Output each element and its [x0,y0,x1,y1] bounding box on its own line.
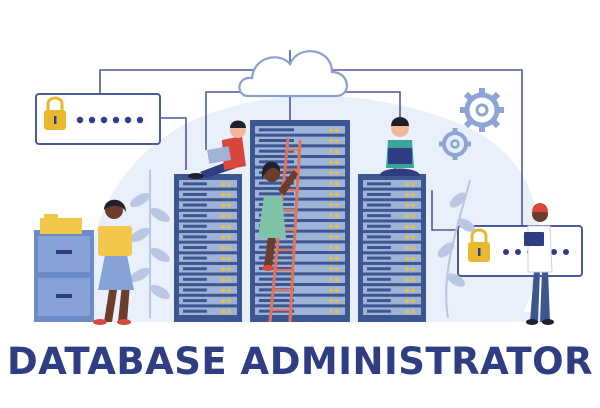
server-unit [255,126,345,134]
server-unit [179,201,237,209]
server-rack-left [174,174,242,322]
server-unit [179,190,237,199]
gear-icon [439,128,471,160]
file-cabinet [34,214,94,322]
person-man-tablet [524,203,554,325]
server-unit [255,286,345,294]
server-unit [363,275,421,284]
server-unit [179,254,237,262]
server-unit [255,296,345,305]
server-unit [179,296,237,305]
server-unit [179,286,237,294]
server-unit [255,232,345,241]
server-unit [363,211,421,220]
server-unit [179,275,237,284]
person-woman-ladder [258,161,298,271]
server-unit [179,211,237,220]
server-unit [255,243,345,251]
padlock-icon [44,96,66,130]
person-man-laptop [188,120,246,179]
person-man-laptop-2 [379,117,420,176]
server-unit [179,264,237,273]
server-unit [255,275,345,283]
server-unit [255,179,345,187]
cloud-icon [238,50,348,98]
server-unit [255,222,345,230]
server-unit [255,211,345,219]
server-unit [255,168,345,177]
server-unit [179,180,237,188]
password-card-left [35,93,161,145]
server-unit [255,307,345,315]
server-unit [179,222,237,231]
server-unit [255,254,345,262]
headline-title: DATABASE ADMINISTRATOR [6,340,594,383]
server-unit [179,307,237,315]
server-unit [363,190,421,199]
server-unit [363,307,421,315]
server-unit [363,180,421,188]
server-unit [363,286,421,294]
server-unit [363,233,421,241]
server-unit [363,222,421,231]
plant-icon [437,179,476,319]
server-unit [255,190,345,198]
server-unit [179,233,237,241]
password-card-right [457,225,583,277]
password-dots [76,116,144,124]
gear-icon [460,88,504,132]
server-unit [363,254,421,262]
person-woman-folder [93,199,134,325]
server-unit [363,243,421,252]
server-rack-right [358,174,426,322]
server-unit [363,201,421,209]
padlock-icon [468,228,490,262]
server-unit [255,200,345,209]
server-unit [363,296,421,305]
server-unit [255,264,345,273]
server-unit [363,264,421,273]
server-unit [179,243,237,252]
